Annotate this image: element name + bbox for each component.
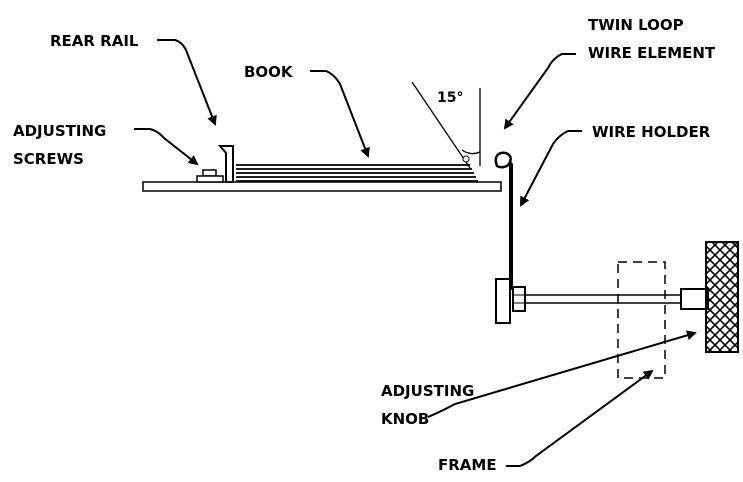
label-adjusting-screws-2: SCREWS <box>13 150 84 168</box>
leader-rear-rail <box>157 39 217 126</box>
wire-holder <box>509 160 513 290</box>
degree-mark <box>462 155 470 163</box>
label-frame: FRAME <box>438 456 497 474</box>
table-base <box>142 181 502 192</box>
twin-loop-wire-element <box>494 151 512 169</box>
book <box>236 164 478 182</box>
angle-arc <box>461 149 481 155</box>
angle-tilted-line <box>411 81 471 169</box>
label-rear-rail: REAR RAIL <box>50 32 139 50</box>
leader-adjusting-screws <box>134 128 199 166</box>
adjusting-knob <box>705 241 739 353</box>
leader-twin-loop <box>503 53 576 130</box>
adjusting-screw <box>202 169 217 177</box>
leader-adjusting-knob <box>427 330 697 418</box>
label-twin-loop-2: WIRE ELEMENT <box>588 44 716 62</box>
label-adjusting-knob-1: ADJUSTING <box>381 382 474 400</box>
label-adjusting-screws-1: ADJUSTING <box>13 122 106 140</box>
leader-book <box>310 70 370 158</box>
shaft-coupling <box>680 288 709 310</box>
label-adjusting-knob-2: KNOB <box>381 410 429 428</box>
adjusting-plate <box>495 278 511 324</box>
label-angle: 15° <box>437 90 463 106</box>
label-wire-holder: WIRE HOLDER <box>592 123 711 141</box>
rear-rail <box>217 145 234 183</box>
leader-wire-holder <box>520 130 582 207</box>
adjusting-nut <box>512 286 526 312</box>
leader-frame <box>506 369 654 467</box>
label-twin-loop-1: TWIN LOOP <box>588 16 684 34</box>
frame-outline <box>617 261 666 379</box>
label-book: BOOK <box>244 63 294 81</box>
adjusting-screw-base <box>196 175 224 183</box>
